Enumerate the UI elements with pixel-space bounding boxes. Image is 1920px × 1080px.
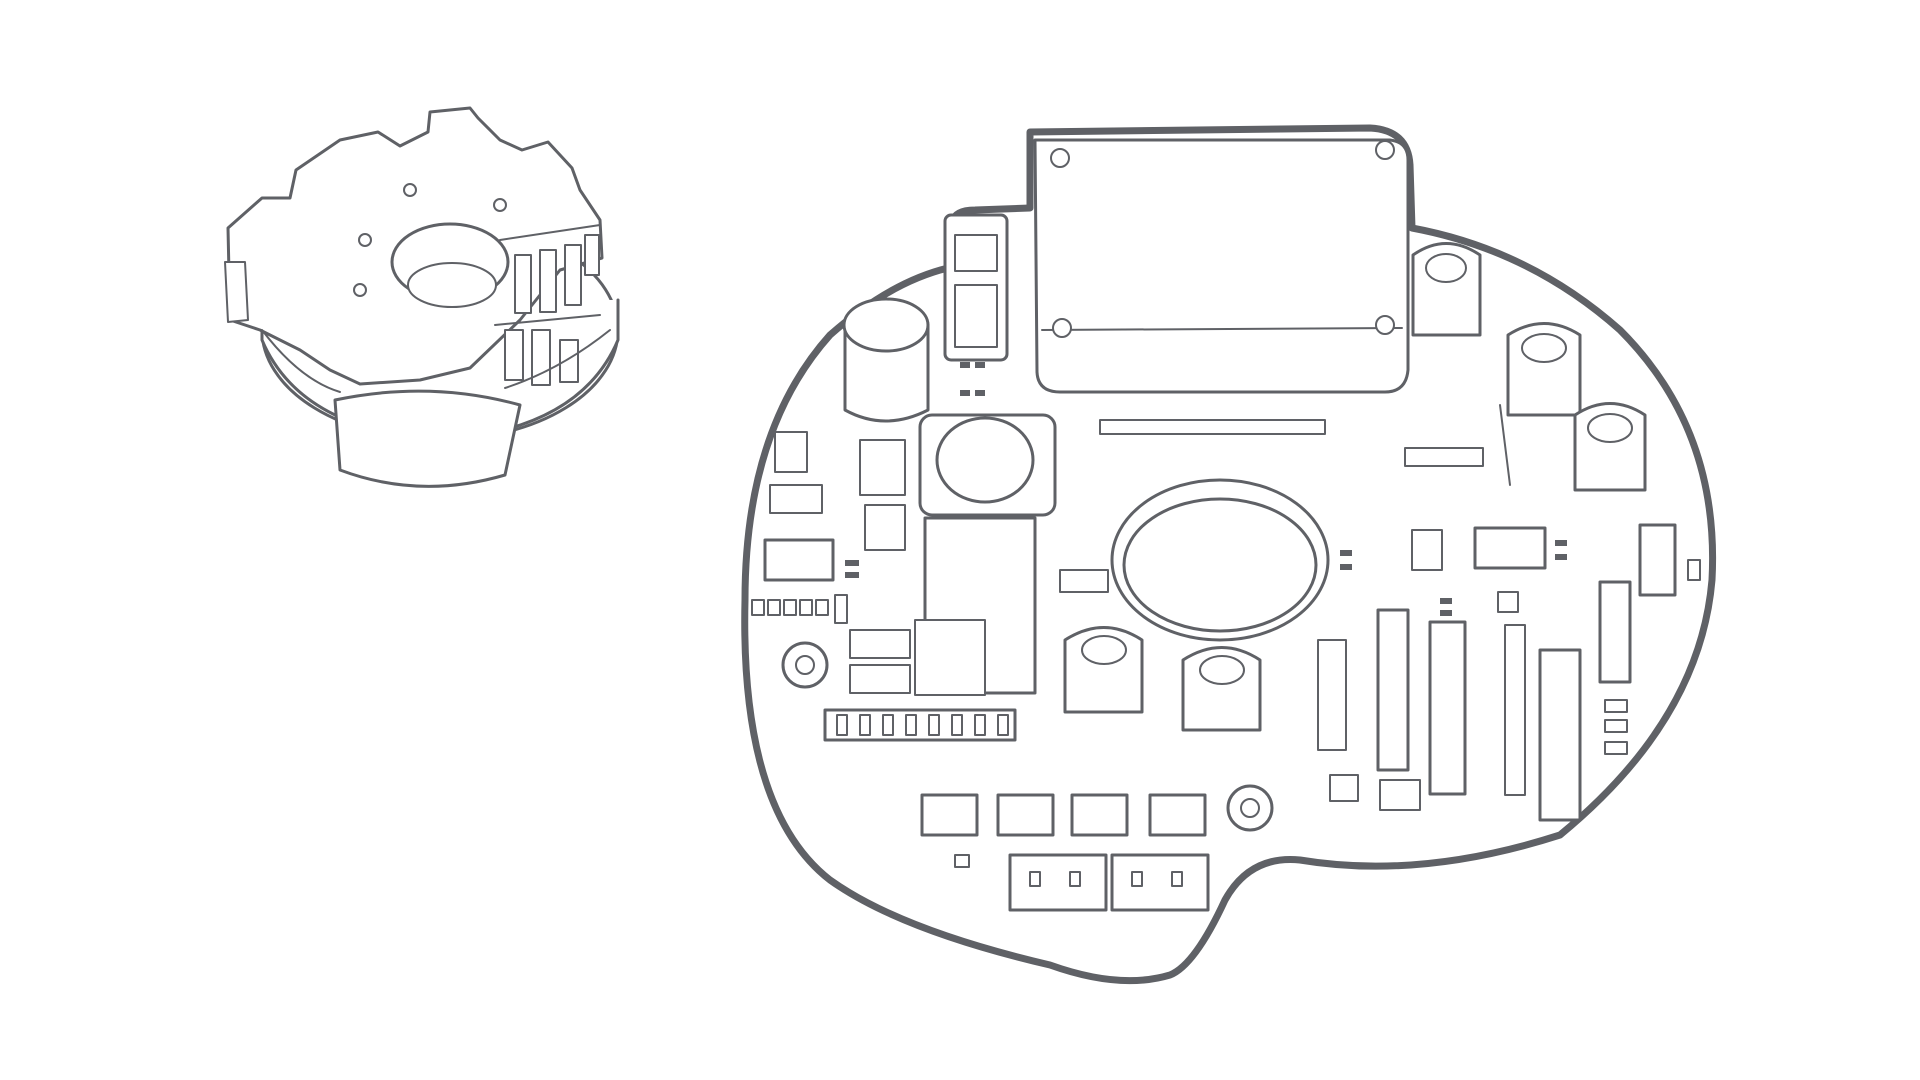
module-hole-4 [353, 283, 367, 297]
module-hole-1 [358, 233, 372, 247]
screw-holes [781, 641, 1274, 832]
electrolytic-capacitor [842, 297, 930, 423]
module-hole-2 [403, 183, 417, 197]
smd-pads [845, 362, 1567, 616]
circular-circuit-board [741, 124, 1717, 985]
header-connector [849, 516, 1037, 696]
power-inductor [918, 413, 1057, 517]
mounting-boss-group [1411, 242, 1647, 492]
module-side-connector [224, 261, 249, 323]
encoder-module-assembly [224, 106, 620, 488]
module-bore-inner [407, 262, 497, 308]
rf-shield-module [1033, 138, 1410, 435]
left-ic-cluster [751, 431, 1109, 624]
battery-ring [1110, 478, 1330, 642]
mini-usb-connector [943, 213, 1009, 362]
module-hole-3 [493, 198, 507, 212]
right-ic-columns [1317, 404, 1701, 822]
center-mounting-bosses [1063, 626, 1262, 732]
pin-header-row [823, 708, 1017, 742]
bottom-component-row [920, 793, 1210, 912]
module-chip-array [494, 224, 601, 386]
module-front-block [333, 389, 522, 488]
